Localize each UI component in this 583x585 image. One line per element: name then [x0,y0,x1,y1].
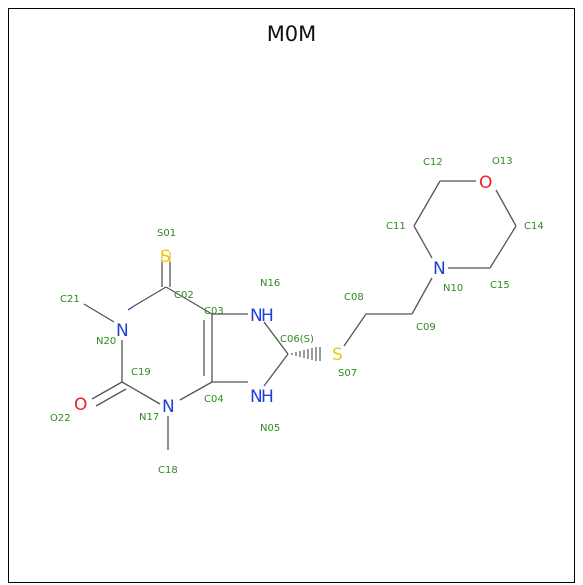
label-c21: C21 [60,294,80,305]
molecule-title: M0M [266,22,317,46]
bond-c14-c15 [489,225,517,269]
label-c06: C06(S) [280,334,314,345]
label-c09: C09 [416,322,436,333]
bond-c09-n10 [411,277,433,315]
label-n17: N17 [139,412,159,423]
image-frame [8,8,575,583]
label-c11: C11 [386,221,406,232]
label-s01: S01 [157,228,176,239]
label-o13: O13 [492,156,513,167]
label-n05: N05 [260,423,280,434]
label-c02: C02 [174,290,194,301]
label-c15: C15 [490,280,510,291]
atom-labels: S01 C02 C03 C04 N05 C06(S) S07 C08 C09 N… [50,156,544,476]
bond-o13-c14 [495,189,517,227]
atom-n05: N [250,387,263,407]
bond-n16-c06 [263,321,289,355]
bond-c02-n20 [133,286,167,307]
atom-s07: S [332,345,343,365]
bond-n10-c11 [413,225,433,259]
atom-s01: S [160,247,171,267]
label-c08: C08 [344,292,364,303]
label-o22: O22 [50,413,71,424]
bond-n20-c02-n [127,305,135,311]
bond-c04-n17 [179,381,213,401]
atom-symbols: S N N H N H N O S N O [74,173,492,417]
label-n20: N20 [96,336,116,347]
bond-c02-c03 [165,286,213,315]
label-c03: C03 [204,306,224,317]
atom-o13: O [479,173,492,193]
bond-c11-c12 [413,180,441,227]
label-c12: C12 [423,157,443,168]
bond-n20-c21 [83,303,115,323]
label-c04: C04 [204,394,224,405]
bond-c19-n17 [121,381,161,405]
atom-n20: N [116,321,129,341]
atom-n16: N [250,306,263,326]
atom-o22: O [74,395,87,415]
bonds [83,180,517,450]
label-c18: C18 [158,465,178,476]
bond-n05-c06 [263,353,289,387]
atom-h16: H [261,306,274,326]
bond-c19-o22-b [95,388,127,407]
atom-h05: H [261,387,274,407]
atom-n17: N [162,397,175,417]
bond-c06-s07-hash [291,347,321,361]
label-n16: N16 [260,278,280,289]
label-n10: N10 [443,283,463,294]
atom-n10: N [433,259,446,279]
label-s07: S07 [338,368,357,379]
bond-c19-o22 [91,381,123,400]
label-c19: C19 [131,367,151,378]
bond-s07-c08 [343,313,367,347]
label-c14: C14 [524,221,544,232]
